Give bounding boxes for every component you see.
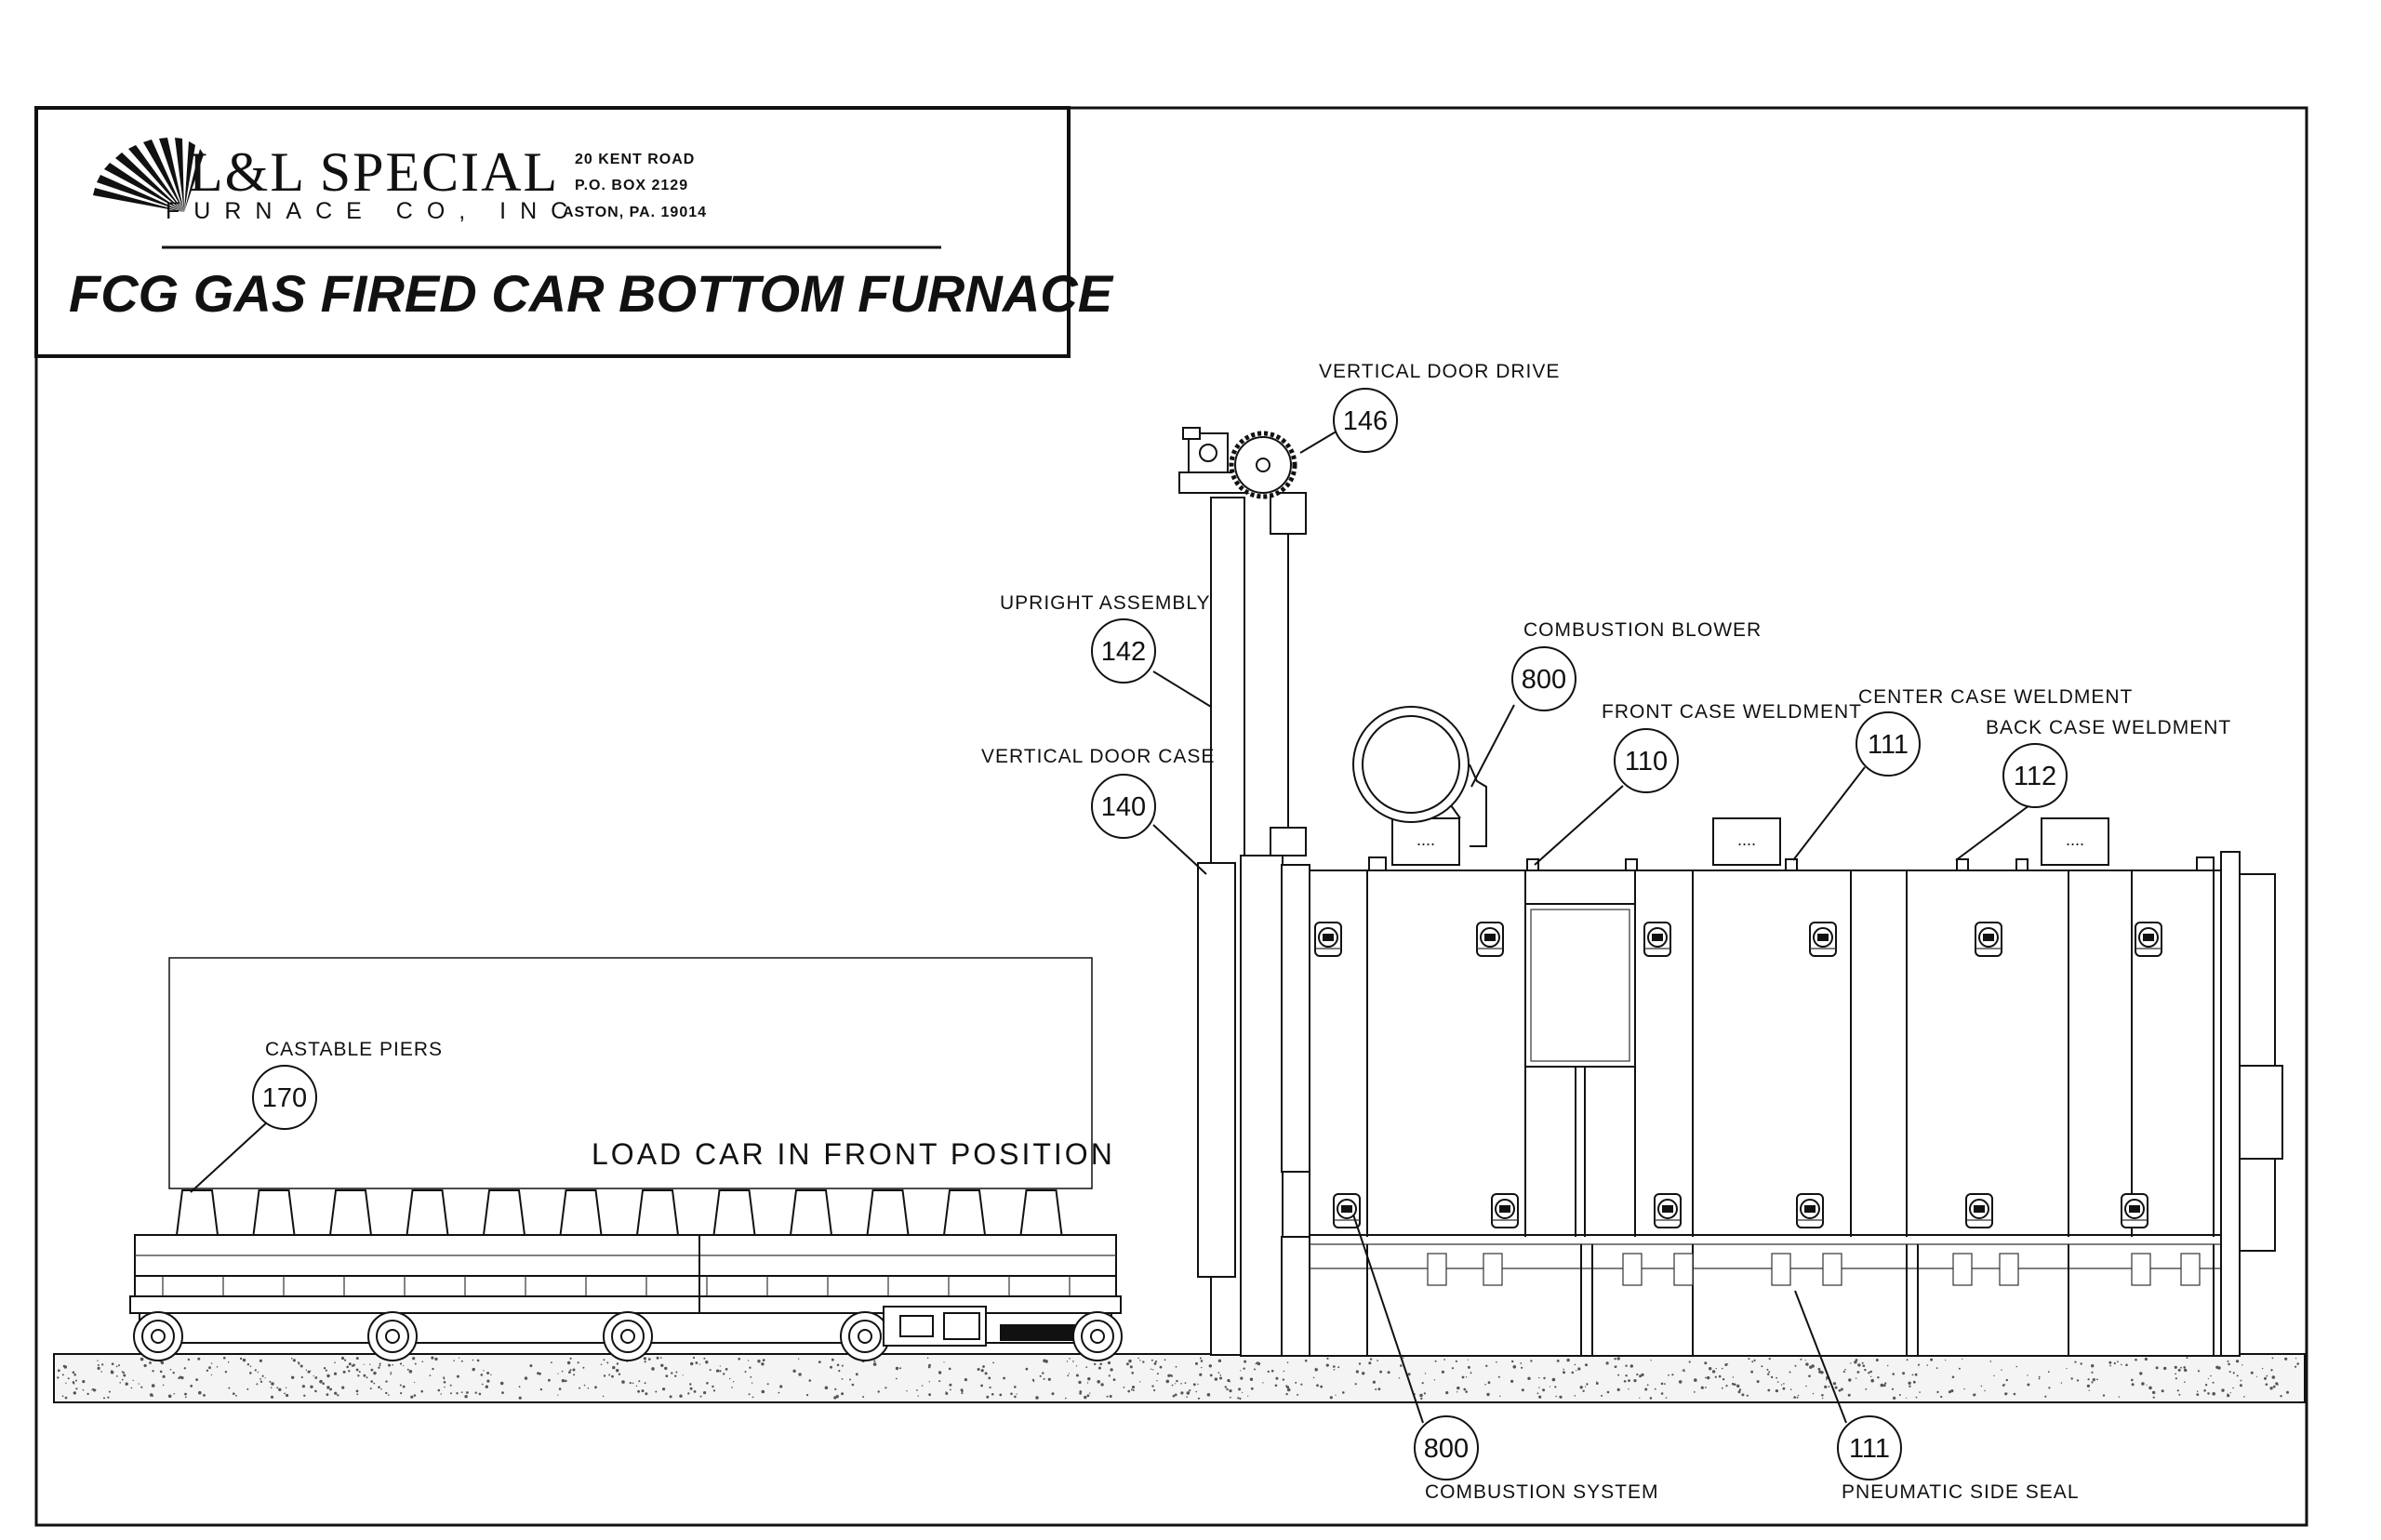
- callout-number: 112: [2014, 762, 2056, 791]
- castable-pier: [789, 1189, 833, 1236]
- top-hatch: ....: [2041, 817, 2109, 866]
- top-hatch: ....: [1712, 817, 1781, 866]
- callout-label: VERTICAL DOOR CASE: [981, 746, 1215, 767]
- address-line-1: 20 KENT ROAD: [575, 152, 695, 167]
- callout: 140 VERTICAL DOOR CASE: [981, 746, 1215, 839]
- address-line-2: P.O. BOX 2129: [575, 178, 688, 193]
- burner: [1809, 922, 1837, 957]
- callout-number: 170: [262, 1083, 307, 1113]
- castable-pier: [866, 1189, 910, 1236]
- callout-number: 146: [1343, 406, 1388, 436]
- castable-pier: [252, 1189, 296, 1236]
- callout-number: 800: [1522, 665, 1566, 695]
- callout-bubble: [252, 1065, 317, 1130]
- leader-lines: [190, 429, 2038, 1424]
- title-block: L&L SPECIAL FURNACE CO, INC 20 KENT ROAD…: [34, 106, 1114, 358]
- callout-label: VERTICAL DOOR DRIVE: [1319, 361, 1560, 382]
- callout-label: FRONT CASE WELDMENT: [1602, 701, 1862, 723]
- callout-label: COMBUSTION SYSTEM: [1425, 1481, 1659, 1503]
- callout-label: UPRIGHT ASSEMBLY: [1000, 592, 1210, 614]
- callout-bubble: [1614, 728, 1679, 793]
- castable-piers: [175, 1189, 1063, 1236]
- car-wheels: [133, 1311, 1123, 1361]
- wheel: [840, 1311, 890, 1361]
- wheel: [133, 1311, 183, 1361]
- castable-pier: [175, 1189, 219, 1236]
- top-hatch: ....: [1391, 817, 1460, 866]
- hatch-dots: ....: [1417, 830, 1435, 849]
- wheel: [1072, 1311, 1123, 1361]
- castable-pier: [635, 1189, 680, 1236]
- callout-bubble: [2002, 743, 2068, 808]
- drawing-title: FCG GAS FIRED CAR BOTTOM FURNACE: [69, 264, 1114, 323]
- hatch-dots: ....: [2066, 830, 2084, 849]
- callout: 110 FRONT CASE WELDMENT: [1602, 701, 1862, 793]
- callout-label: COMBUSTION BLOWER: [1523, 619, 1762, 641]
- company-fan-logo: [93, 138, 204, 212]
- burner: [1333, 1193, 1361, 1228]
- combustion-blower: [1352, 706, 1487, 847]
- castable-pier: [942, 1189, 987, 1236]
- callout-number: 110: [1625, 747, 1668, 777]
- burner: [1975, 922, 2002, 957]
- burner: [1314, 922, 1342, 957]
- company-subname: FURNACE CO, INC: [166, 198, 581, 224]
- castable-pier: [406, 1189, 449, 1236]
- callout-label: PNEUMATIC SIDE SEAL: [1842, 1481, 2080, 1503]
- callout-number: 800: [1424, 1434, 1469, 1464]
- control-panel: [1524, 903, 1636, 1068]
- load-car-note: LOAD CAR IN FRONT POSITION: [592, 1137, 1115, 1171]
- callouts: 146 VERTICAL DOOR DRIVE 142 UPRIGHT ASSEMBL…: [252, 361, 2231, 1503]
- wheel: [367, 1311, 418, 1361]
- vertical-door-case: [1197, 855, 1310, 1357]
- callout-bubble: [1856, 711, 1921, 777]
- callout-bubble: [1091, 618, 1156, 684]
- callout-number: 140: [1101, 792, 1146, 822]
- burner: [2121, 1193, 2148, 1228]
- load-car: LOAD CAR IN FRONT POSITION: [129, 957, 1123, 1361]
- wheel: [603, 1311, 653, 1361]
- callout-number: 142: [1101, 637, 1146, 667]
- door-drive-sprocket: [1229, 431, 1297, 499]
- callout: 142 UPRIGHT ASSEMBLY: [1000, 592, 1210, 684]
- floor-slab: [53, 1353, 2306, 1403]
- burner: [1965, 1193, 1993, 1228]
- callout-bubble: [1511, 646, 1576, 711]
- callout: 146 VERTICAL DOOR DRIVE: [1319, 361, 1560, 453]
- callout: 170 CASTABLE PIERS: [252, 1039, 443, 1130]
- callout-bubble: [1333, 388, 1398, 453]
- callout-label: CENTER CASE WELDMENT: [1858, 686, 2133, 708]
- callout-bubble: [1414, 1415, 1479, 1480]
- load-envelope: [168, 957, 1093, 1189]
- burner: [1654, 1193, 1682, 1228]
- castable-pier: [482, 1189, 526, 1236]
- drawing-border: [34, 106, 2308, 1527]
- callout: 800 COMBUSTION BLOWER: [1511, 619, 1762, 711]
- company-name: L&L SPECIAL: [189, 141, 559, 203]
- castable-pier: [328, 1189, 373, 1236]
- castable-pier: [1019, 1189, 1063, 1236]
- burner: [1796, 1193, 1824, 1228]
- callout-label: BACK CASE WELDMENT: [1986, 717, 2231, 738]
- callout-number: 111: [1868, 730, 1909, 760]
- castable-pier: [712, 1189, 756, 1236]
- burner: [1476, 922, 1504, 957]
- furnace-body: ............: [1309, 706, 2283, 1357]
- hatch-dots: ....: [1737, 830, 1756, 849]
- address-line-3: ASTON, PA. 19014: [563, 205, 707, 220]
- callout-bubble: [1091, 774, 1156, 839]
- callout: 111 CENTER CASE WELDMENT: [1856, 686, 2133, 777]
- castable-pier: [559, 1189, 603, 1236]
- callout-label: CASTABLE PIERS: [265, 1039, 443, 1060]
- callout-bubble: [1837, 1415, 1902, 1480]
- burner: [1643, 922, 1671, 957]
- burner: [2135, 922, 2162, 957]
- callout-number: 111: [1849, 1434, 1890, 1464]
- callout: 112 BACK CASE WELDMENT: [1986, 717, 2231, 808]
- burner: [1491, 1193, 1519, 1228]
